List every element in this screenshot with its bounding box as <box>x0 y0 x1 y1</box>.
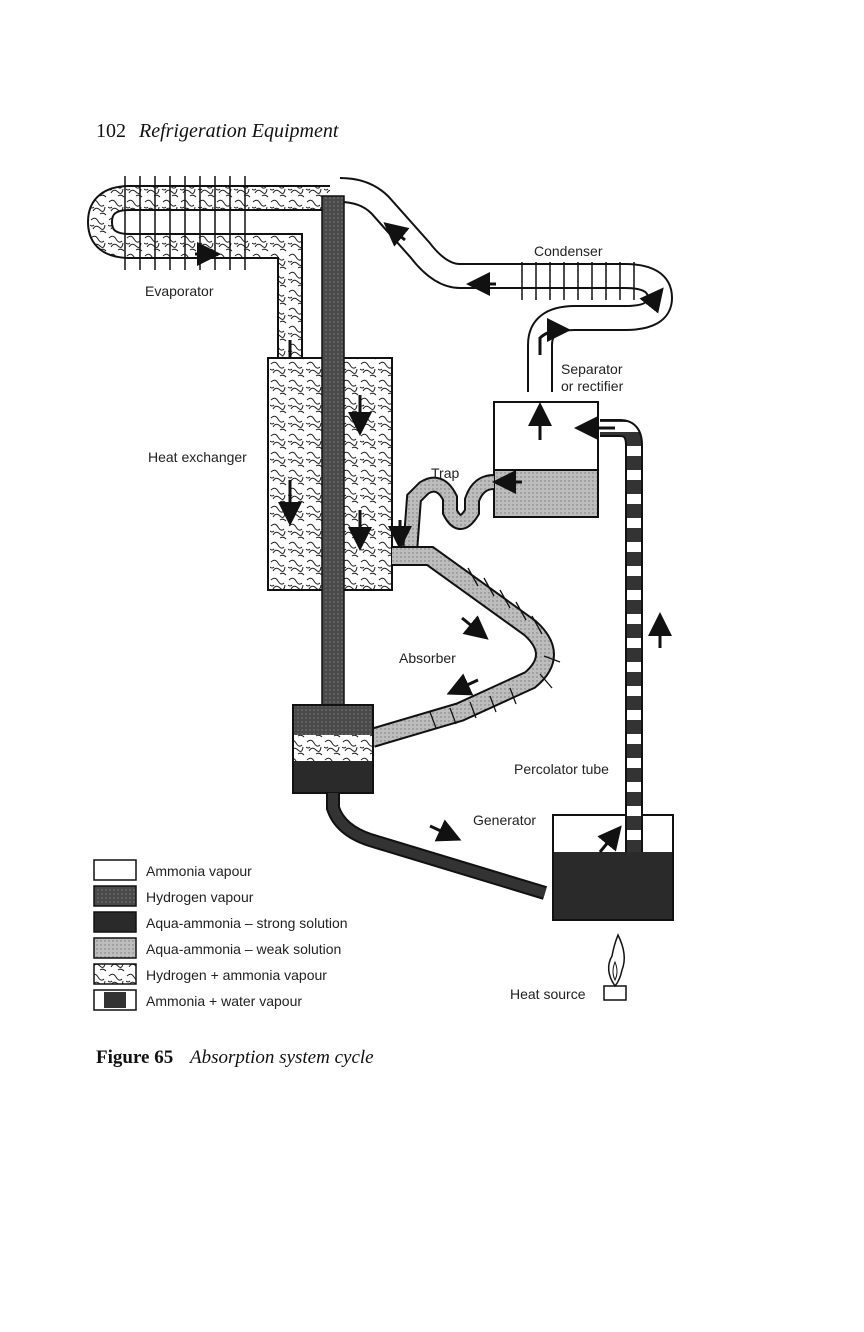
label-heat-source: Heat source <box>510 986 586 1002</box>
figure-caption: Figure 65 Absorption system cycle <box>96 1047 374 1069</box>
condenser-tube <box>339 177 674 392</box>
strong-solution-pipe <box>326 793 548 900</box>
legend-label: Aqua-ammonia – strong solution <box>146 915 348 931</box>
legend-swatch-hydrogen-ammonia <box>93 963 137 985</box>
page-header: 102 Refrigeration Equipment <box>96 120 338 143</box>
label-separator-line1: Separator <box>561 361 623 377</box>
absorber-vessel <box>292 704 374 794</box>
running-title: Refrigeration Equipment <box>139 120 339 142</box>
page-number: 102 <box>96 120 126 142</box>
generator <box>552 814 674 921</box>
legend-label: Ammonia + water vapour <box>146 993 302 1009</box>
legend-swatch-weak-solution <box>93 937 137 959</box>
caption-text: Absorption system cycle <box>189 1047 374 1068</box>
label-percolator: Percolator tube <box>514 761 609 777</box>
label-absorber: Absorber <box>399 650 456 666</box>
hydrogen-riser <box>321 195 345 707</box>
legend-label: Ammonia vapour <box>146 863 252 879</box>
percolator-tube <box>574 416 672 852</box>
label-evaporator: Evaporator <box>145 283 214 299</box>
legend-swatch-ammonia-vapour <box>93 859 137 881</box>
legend-label: Hydrogen + ammonia vapour <box>146 967 327 983</box>
heat-source <box>603 933 627 1001</box>
figure-number: Figure 65 <box>96 1047 174 1068</box>
label-condenser: Condenser <box>534 243 603 259</box>
label-trap: Trap <box>431 465 459 481</box>
absorber-coil <box>369 546 561 748</box>
trap <box>388 470 522 553</box>
separator <box>493 401 599 518</box>
label-heat-exchanger: Heat exchanger <box>148 449 247 465</box>
legend-swatch-strong-solution <box>93 911 137 933</box>
label-separator-line2: or rectifier <box>561 378 624 394</box>
legend-label: Aqua-ammonia – weak solution <box>146 941 341 957</box>
legend-swatch-hydrogen-vapour <box>93 885 137 907</box>
label-generator: Generator <box>473 812 536 828</box>
evaporator-coil <box>86 176 330 386</box>
legend-label: Hydrogen vapour <box>146 889 254 905</box>
legend: Ammonia vapour Hydrogen vapour Aqua-ammo… <box>93 859 348 1011</box>
